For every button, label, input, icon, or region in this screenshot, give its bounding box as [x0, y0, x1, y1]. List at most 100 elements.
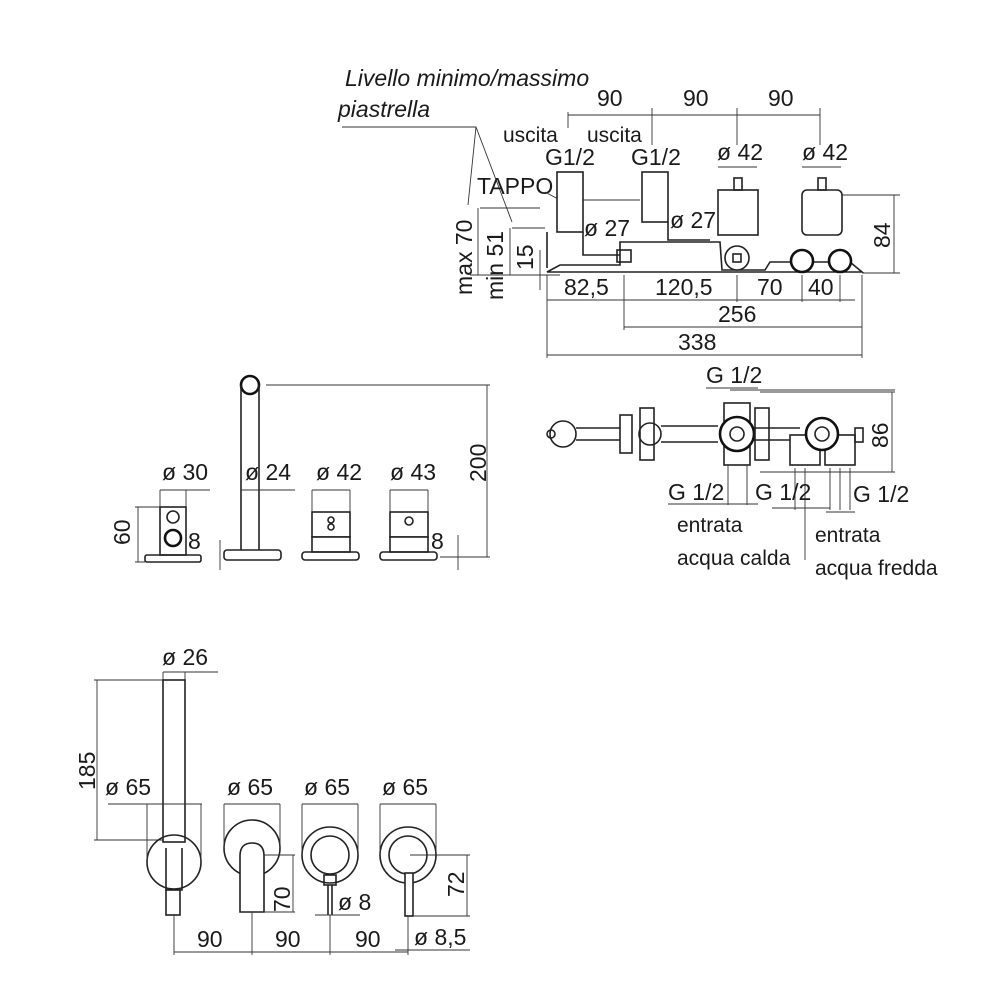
- valve-cartridge-1: [717, 189, 759, 236]
- front-height-185: 185: [74, 752, 100, 790]
- height-84-label: 84: [869, 222, 895, 248]
- dim-256: 256: [718, 301, 756, 327]
- front-diverter-ring: [310, 835, 350, 875]
- dim-70: 70: [757, 274, 783, 300]
- front-plate-diam-1: ø 65: [105, 774, 151, 800]
- thread-bottom-1: G 1/2: [668, 479, 724, 505]
- front-dim-72: [410, 854, 470, 917]
- outlet-diameter-1: ø 27: [584, 215, 630, 241]
- front-diam-26: ø 26: [162, 644, 208, 670]
- valve-cartridge-2: [801, 189, 843, 236]
- depth-15-label: 15: [512, 244, 538, 270]
- outlet-label-1: uscita: [503, 124, 558, 147]
- plan-cold-valve: [804, 416, 840, 452]
- plan-handle-tip: [546, 429, 556, 439]
- side-plate-2: [223, 549, 282, 561]
- hot-inlet-label-2: acqua calda: [677, 547, 791, 570]
- plan-hot-core: [729, 426, 745, 442]
- plan-hot-valve: [718, 415, 756, 453]
- outlet-label-2: uscita: [587, 124, 642, 147]
- side-height-200: 200: [465, 444, 491, 482]
- side-dim-43: [389, 489, 429, 512]
- plan-pipe: [661, 425, 718, 443]
- front-dim-70: [264, 854, 295, 913]
- plan-cold-cap: [854, 427, 864, 443]
- tile-level-note-line1: Livello minimo/massimo: [345, 65, 589, 91]
- side-dim-42: [311, 489, 351, 512]
- side-valve-42-dot-2: [327, 523, 335, 531]
- plan-handle-rod: [576, 427, 620, 441]
- plan-flange: [619, 414, 633, 454]
- outlet-bodies: [546, 222, 710, 268]
- front-spout-70: 70: [269, 886, 295, 912]
- dim-82-5: 82,5: [564, 274, 609, 300]
- front-plate-diam-3: ø 65: [304, 774, 350, 800]
- plug-label: TAPPO: [477, 173, 553, 199]
- side-thickness-8-b: 8: [431, 528, 444, 554]
- outlet-pipe-1: [556, 171, 584, 233]
- dim-40: 40: [808, 274, 834, 300]
- side-dim-30: [159, 489, 210, 507]
- front-plate-diam-4: ø 65: [382, 774, 428, 800]
- side-plate-4: [379, 551, 438, 561]
- side-diam-30: ø 30: [162, 459, 208, 485]
- side-plate-3: [301, 551, 360, 561]
- front-lever-72: 72: [443, 871, 469, 897]
- port-1: [789, 248, 815, 274]
- front-hand-shower: [162, 679, 186, 843]
- plan-view: G 1/2 86 G 1/2 G 1/2 G 1/2 entrata acqua…: [546, 362, 938, 580]
- spacing-1: 90: [597, 85, 623, 111]
- max-depth-label: max 70: [451, 220, 477, 295]
- cold-inlet-label-2: acqua fredda: [815, 557, 938, 580]
- plan-port-left: [638, 422, 662, 446]
- front-spacing-1: 90: [197, 926, 223, 952]
- cold-inlet-label-1: entrata: [815, 524, 881, 547]
- valve-body-base: [546, 241, 865, 273]
- front-spacing-dims: [173, 912, 409, 955]
- front-shower-holder: [165, 848, 183, 891]
- side-valve-43-dot: [404, 516, 414, 526]
- plan-bracket-1: [639, 407, 655, 461]
- front-spout: [239, 842, 265, 913]
- side-height-60: 60: [109, 519, 135, 545]
- front-spacing-2: 90: [275, 926, 301, 952]
- valve-stem-1: [733, 177, 743, 191]
- plan-handle-knob: [549, 420, 577, 448]
- plan-cold-core: [814, 426, 830, 442]
- front-diam-8-5: ø 8,5: [414, 924, 466, 950]
- side-valve-42-dot-1: [327, 516, 335, 524]
- front-spacing-3: 90: [355, 926, 381, 952]
- side-thickness-8-a: 8: [188, 528, 201, 554]
- valve-diameter-2: ø 42: [802, 139, 848, 165]
- side-diam-43: ø 43: [390, 459, 436, 485]
- front-view: ø 26 185 70 ø 8 72 ø 8,5 ø 65 ø 65 ø 65: [74, 644, 470, 955]
- port-2: [827, 248, 853, 274]
- height-86-dim: [760, 391, 895, 473]
- front-plate-1: [146, 834, 202, 890]
- depth-dim-lines: [470, 207, 560, 290]
- front-dim-26: [162, 671, 218, 680]
- side-valve-43-bottom: [389, 536, 429, 553]
- top-section-view: Livello minimo/massimo piastrella 90 90 …: [337, 65, 900, 358]
- length-dim-lines: [546, 275, 863, 358]
- thread-dim-lines: [668, 465, 855, 560]
- side-valve-42-bottom: [311, 536, 351, 553]
- outlet-thread-1: G1/2: [545, 144, 595, 170]
- front-plate-dims: [108, 803, 437, 860]
- side-view: ø 30 60 8 ø 24 ø 42 ø 43 8 200: [109, 374, 491, 570]
- thread-top-dim: [706, 387, 895, 391]
- hot-inlet-square: [732, 253, 742, 263]
- note-leader: [342, 126, 513, 223]
- front-shower-hose: [165, 889, 181, 916]
- front-lever-rod: [404, 872, 414, 917]
- hot-inlet-port: [724, 245, 750, 271]
- spacing-dim-lines: [567, 108, 821, 145]
- min-depth-label: min 51: [482, 231, 508, 300]
- spacing-2: 90: [683, 85, 709, 111]
- front-diam-8: ø 8: [338, 889, 371, 915]
- hot-inlet-label-1: entrata: [677, 514, 743, 537]
- outlet-pipe-2: [641, 171, 669, 223]
- spacing-3: 90: [768, 85, 794, 111]
- outlet-diameter-2: ø 27: [670, 207, 716, 233]
